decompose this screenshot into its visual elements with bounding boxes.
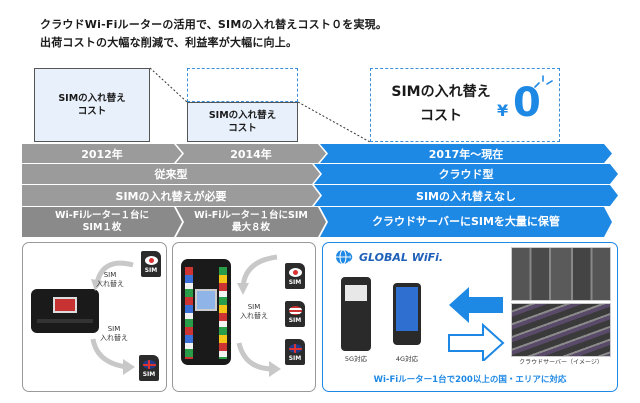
swap-arrows-icon xyxy=(90,260,135,375)
headline: クラウドWi-Fiルーターの活用で、SIMの入れ替えコスト０を実現。 出荷コスト… xyxy=(40,16,387,52)
currency-symbol: ¥ xyxy=(497,101,509,120)
swap-label-top-line1: SIM xyxy=(103,271,117,279)
swap-required: SIMの入れ替えが必要 xyxy=(22,185,320,206)
zero-cost-value: 0 xyxy=(513,80,541,126)
panel-cloud: GLOBAL WiFi. 5G対応 4G対応 クラウドサーバー（イメージ） Wi… xyxy=(322,242,618,392)
cost-box-2017-line2: コスト xyxy=(420,108,462,124)
detail-2014-line1: Wi-Fiルーター１台にSIM xyxy=(194,210,308,221)
type-old: 従来型 xyxy=(22,164,320,184)
reduction-leader-lines xyxy=(149,67,371,143)
sparkle-icon xyxy=(534,75,553,88)
sim-card-uk-2: SIM xyxy=(285,339,305,365)
timeline-years-row: 2012年 2014年 2017年～現在 xyxy=(22,144,618,163)
data-transfer-arrows-icon xyxy=(448,287,505,361)
logo-text: GLOBAL WiFi. xyxy=(359,250,444,264)
multi-sim-router-device xyxy=(181,259,231,365)
swap-label-bottom-line1: SIM xyxy=(107,325,121,333)
sim-card-usa: SIM xyxy=(285,301,305,327)
type-new: クラウド型 xyxy=(314,164,618,184)
sim-card-uk-2-label: SIM xyxy=(288,355,302,362)
timeline-swap-row: SIMの入れ替えが必要 SIMの入れ替えなし xyxy=(22,185,618,206)
sim-card-korea-2: SIM xyxy=(285,263,305,289)
multi-swap-label-line2: 入れ替え xyxy=(240,312,268,320)
cost-box-2012-line2: コスト xyxy=(77,106,107,117)
sim-card-uk: SIM xyxy=(139,355,159,381)
cost-box-2017-line1: SIMの入れ替え xyxy=(391,84,491,100)
cost-box-2014: SIMの入れ替え コスト xyxy=(187,102,298,142)
swap-required-label: SIMの入れ替えが必要 xyxy=(115,189,227,203)
headline-line1: クラウドWi-Fiルーターの活用で、SIMの入れ替えコスト０を実現。 xyxy=(40,18,388,31)
server-caption: クラウドサーバー（イメージ） xyxy=(519,359,603,366)
cost-box-2014-line1: SIMの入れ替え xyxy=(208,110,277,121)
device-5g-label: 5G対応 xyxy=(344,355,368,363)
cloud-footer-text: Wi-Fiルーター1台で200以上の国・エリアに対応 xyxy=(373,375,567,385)
swap-label-top: SIM 入れ替え xyxy=(93,271,127,289)
cost-box-2014-line2: コスト xyxy=(228,123,257,134)
server-image-bottom xyxy=(511,303,611,357)
year-2017-label: 2017年～現在 xyxy=(428,147,504,161)
detail-2017: クラウドサーバーにSIMを大量に保管 xyxy=(320,207,612,237)
detail-2014-line2: 最大８枚 xyxy=(231,222,270,233)
detail-2012-line1: Wi-Fiルーター１台に xyxy=(55,210,149,221)
year-2014: 2014年 xyxy=(176,144,326,163)
year-2012: 2012年 xyxy=(22,144,182,163)
headline-line2: 出荷コストの大幅な削減で、利益率が大幅に向上。 xyxy=(40,36,298,49)
swap-label-bottom-line2: 入れ替え xyxy=(100,334,128,342)
global-wifi-logo: GLOBAL WiFi. xyxy=(335,249,443,265)
sim-card-korea-2-label: SIM xyxy=(288,279,302,286)
panel-multi-sim: SIM 入れ替え SIM SIM SIM xyxy=(172,242,316,392)
sim-card-korea: SIM xyxy=(141,251,161,277)
swap-label-bottom: SIM 入れ替え xyxy=(97,325,131,343)
swap-none: SIMの入れ替えなし xyxy=(314,185,618,206)
device-4g xyxy=(393,283,421,345)
type-old-label: 従来型 xyxy=(154,168,188,181)
swap-none-label: SIMの入れ替えなし xyxy=(416,189,516,203)
year-2017-present: 2017年～現在 xyxy=(320,144,612,163)
server-image-top xyxy=(511,247,611,301)
multi-swap-label-line1: SIM xyxy=(247,303,261,311)
type-new-label: クラウド型 xyxy=(438,168,494,181)
router-device xyxy=(31,289,99,333)
cost-box-2017: SIMの入れ替え コスト ¥ 0 xyxy=(370,68,560,142)
detail-2017-label: クラウドサーバーにSIMを大量に保管 xyxy=(372,215,560,228)
year-2014-label: 2014年 xyxy=(230,147,272,161)
cost-box-2012-line1: SIMの入れ替え xyxy=(58,93,126,104)
sim-card-uk-label: SIM xyxy=(142,371,156,378)
year-2012-label: 2012年 xyxy=(81,147,123,161)
device-4g-label: 4G対応 xyxy=(395,355,419,363)
sim-card-korea-label: SIM xyxy=(144,267,158,274)
multi-swap-label: SIM 入れ替え xyxy=(235,303,273,321)
cost-box-2012: SIMの入れ替え コスト xyxy=(34,68,150,142)
cost-box-2014-previous-outline xyxy=(187,68,298,102)
timeline-type-row: 従来型 クラウド型 xyxy=(22,164,618,184)
swap-label-top-line2: 入れ替え xyxy=(96,280,124,288)
detail-2012-line2: SIM１枚 xyxy=(82,222,122,233)
sim-card-usa-label: SIM xyxy=(288,317,302,324)
device-5g xyxy=(341,277,371,351)
panel-single-sim: SIM 入れ替え SIM 入れ替え SIM SIM xyxy=(22,242,167,392)
multi-swap-arrows-icon xyxy=(236,254,281,377)
globe-wifi-icon xyxy=(336,249,353,265)
